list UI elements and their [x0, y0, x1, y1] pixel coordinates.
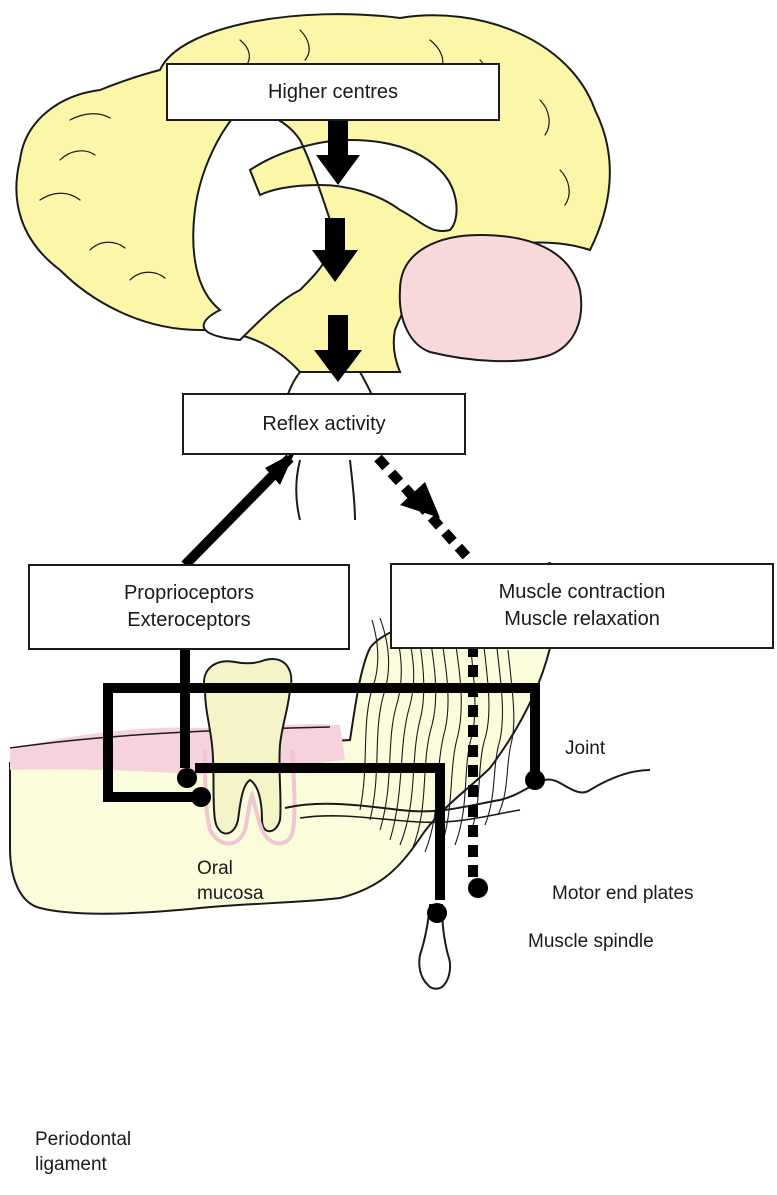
periodontal-ligament-label: Periodontal ligament	[35, 1128, 131, 1177]
brain-cerebellum	[400, 235, 581, 361]
spindle-dot	[427, 903, 447, 923]
mucosa-dot	[177, 768, 197, 788]
receptors-box: Proprioceptors Exteroceptors	[28, 564, 350, 650]
motor-end-plate-dot	[468, 878, 488, 898]
reflex-activity-label: Reflex activity	[262, 411, 385, 438]
periodontal-line1: Periodontal	[35, 1128, 131, 1153]
muscle-label-line2: Muscle relaxation	[504, 606, 660, 633]
periodontal-line2: ligament	[35, 1153, 131, 1178]
reflex-activity-box: Reflex activity	[182, 393, 466, 455]
joint-receptor-dot	[525, 770, 545, 790]
higher-centres-box: Higher centres	[166, 63, 500, 121]
joint-label: Joint	[565, 737, 605, 762]
muscle-spindle-label: Muscle spindle	[528, 930, 654, 955]
receptors-label-line1: Proprioceptors	[124, 580, 254, 607]
higher-centres-label: Higher centres	[268, 79, 398, 106]
periodontal-dot	[191, 787, 211, 807]
oral-mucosa-label: Oral mucosa	[197, 857, 264, 906]
oral-mucosa-line2: mucosa	[197, 882, 264, 907]
muscle-label-line1: Muscle contraction	[499, 579, 666, 606]
muscle-box: Muscle contraction Muscle relaxation	[390, 563, 774, 649]
motor-end-plates-label: Motor end plates	[552, 882, 694, 907]
oral-mucosa-line1: Oral	[197, 857, 264, 882]
receptors-label-line2: Exteroceptors	[127, 607, 250, 634]
